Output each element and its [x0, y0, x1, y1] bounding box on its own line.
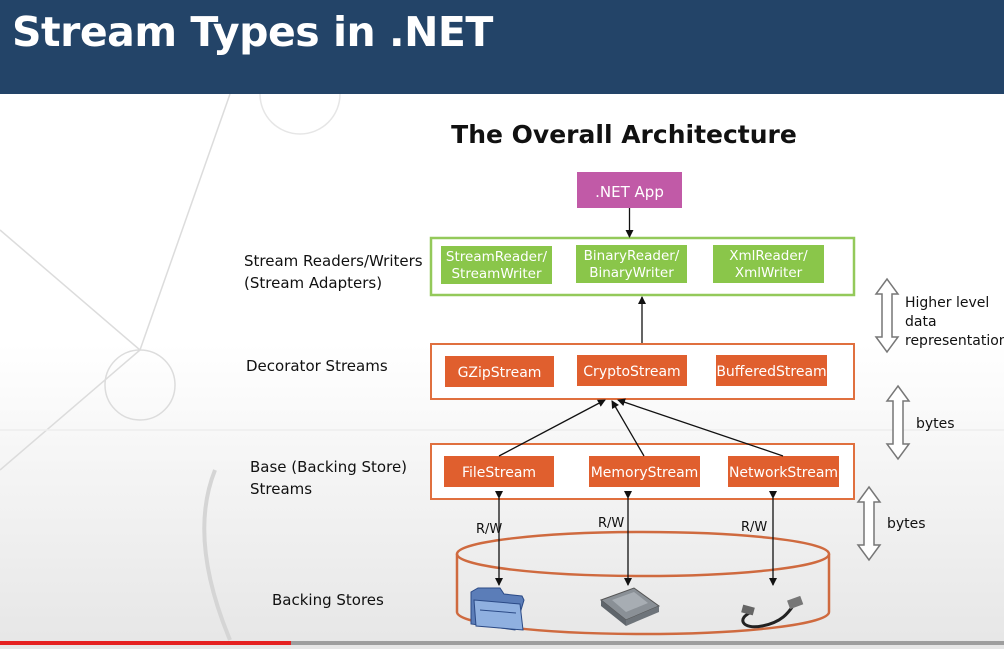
connector-arrows	[498, 208, 784, 457]
adapter-label: BinaryReader/	[584, 248, 680, 264]
decorator-label: CryptoStream	[583, 364, 680, 380]
slide-body: The Overall Architecture .NET App Stream…	[0, 94, 1004, 649]
layer-label-decorators: Decorator Streams	[246, 357, 388, 375]
decorator-cryptostream: CryptoStream	[577, 355, 687, 386]
decorator-bufferedstream: BufferedStream	[716, 355, 827, 386]
adapter-label: BinaryWriter	[589, 265, 674, 281]
hollow-double-arrow	[856, 485, 882, 562]
slide-title: Stream Types in .NET	[12, 8, 493, 56]
decorator-gzipstream: GZipStream	[445, 356, 554, 387]
rw-label: R/W	[741, 520, 767, 535]
adapter-xmlreader: XmlReader/ XmlWriter	[713, 245, 824, 283]
hollow-double-arrow	[885, 384, 911, 461]
base-memorystream: MemoryStream	[589, 456, 700, 487]
adapter-binaryreader: BinaryReader/ BinaryWriter	[576, 245, 687, 283]
base-filestream: FileStream	[444, 456, 554, 487]
layer-label-adapters: Stream Readers/Writers	[244, 252, 423, 270]
layer-label-adapters: (Stream Adapters)	[244, 274, 382, 292]
chip-icon	[599, 587, 661, 626]
layer-label-base: Base (Backing Store)	[250, 458, 407, 476]
diagram-subtitle: The Overall Architecture	[451, 120, 797, 149]
folder-icon	[470, 587, 525, 631]
side-label: representation	[905, 333, 1004, 349]
adapter-label: StreamWriter	[451, 266, 541, 282]
layer-label-backing: Backing Stores	[272, 591, 384, 609]
decorator-label: BufferedStream	[716, 364, 826, 380]
decorator-label: GZipStream	[458, 365, 542, 381]
arrow-memorystream-to-decorators	[611, 400, 645, 457]
video-progress-fill	[0, 641, 292, 645]
base-networkstream: NetworkStream	[728, 456, 839, 487]
net-app-label: .NET App	[595, 183, 664, 201]
side-label: data	[905, 314, 937, 330]
rw-label: R/W	[476, 522, 502, 537]
slide-header: Stream Types in .NET	[0, 0, 1004, 94]
video-progress-bar[interactable]	[0, 641, 1004, 645]
rw-label: R/W	[598, 516, 624, 531]
hollow-double-arrow	[874, 277, 900, 354]
adapter-label: StreamReader/	[446, 249, 548, 265]
side-label: bytes	[887, 516, 926, 532]
adapter-label: XmlWriter	[735, 265, 803, 281]
base-stream-label: FileStream	[462, 465, 536, 481]
network-cable-icon	[741, 595, 804, 629]
architecture-diagram: The Overall Architecture .NET App Stream…	[0, 94, 1004, 641]
base-stream-label: NetworkStream	[729, 465, 838, 481]
side-label: Higher level	[905, 295, 989, 311]
net-app-box: .NET App	[577, 172, 682, 208]
adapter-label: XmlReader/	[729, 248, 808, 264]
rw-arrows	[495, 491, 777, 586]
arrow-filestream-to-decorators	[498, 399, 606, 457]
arrow-networkstream-to-decorators	[617, 398, 784, 457]
adapter-streamreader: StreamReader/ StreamWriter	[441, 246, 552, 284]
layer-label-base: Streams	[250, 480, 312, 498]
background-decoration	[0, 94, 1004, 641]
base-stream-label: MemoryStream	[591, 465, 699, 481]
side-label: bytes	[916, 416, 955, 432]
